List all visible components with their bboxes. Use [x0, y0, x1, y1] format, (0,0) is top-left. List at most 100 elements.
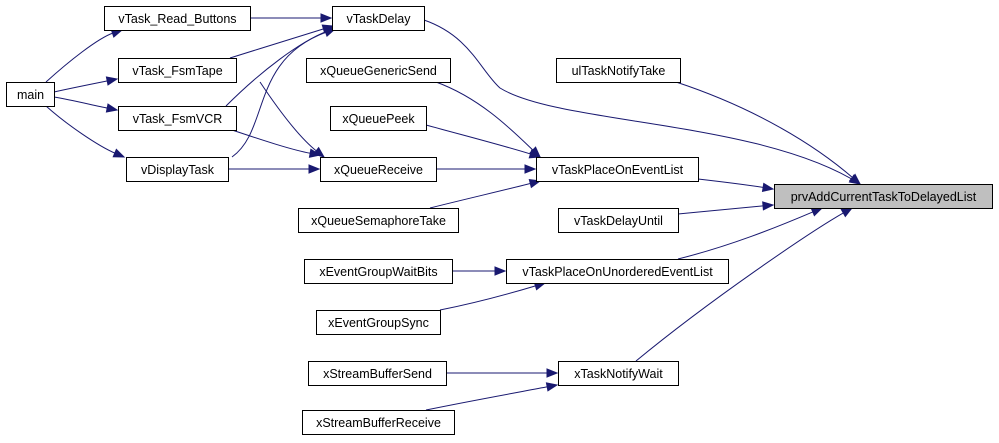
node-label-vTask_FsmVCR: vTask_FsmVCR [133, 112, 223, 126]
node-vTaskPlaceOnEventList[interactable]: vTaskPlaceOnEventList [536, 157, 699, 182]
edge-ulTaskNotifyTake-to-prvAddCurrentTaskToDelayedList-arrowhead [848, 173, 862, 185]
node-label-xStreamBufferSend: xStreamBufferSend [323, 367, 432, 381]
edge-vTask_Read_Buttons-to-vTaskDelay [250, 13, 333, 23]
edge-vTask_FsmTape-to-xQueueReceive [259, 81, 326, 158]
node-label-vTaskPlaceOnEventList: vTaskPlaceOnEventList [552, 163, 684, 177]
edge-vTaskDelayUntil-to-prvAddCurrentTaskToDelayedList [677, 201, 775, 215]
node-vTaskDelay[interactable]: vTaskDelay [332, 6, 425, 31]
node-xEventGroupSync[interactable]: xEventGroupSync [316, 310, 441, 335]
node-box-xStreamBufferReceive[interactable] [302, 410, 455, 435]
edge-xQueueReceive-to-vTaskPlaceOnEventList [435, 164, 537, 174]
node-label-vTask_Read_Buttons: vTask_Read_Buttons [118, 12, 236, 26]
edge-main-to-vTask_FsmTape-arrowhead [105, 76, 119, 86]
nodes-layer: main vTask_Read_Buttons vTask_FsmTape vTask… [6, 6, 993, 435]
edge-vTask_Read_Buttons-to-vTaskDelay-arrowhead [320, 13, 333, 23]
node-box-xTaskNotifyWait[interactable] [558, 361, 679, 386]
edge-vTask_FsmVCR-to-xQueueReceive-arrowhead [308, 148, 322, 158]
node-vTaskDelayUntil[interactable]: vTaskDelayUntil [558, 208, 679, 233]
node-label-xQueueSemaphoreTake: xQueueSemaphoreTake [311, 214, 446, 228]
node-label-xQueueReceive: xQueueReceive [334, 163, 423, 177]
node-box-vTask_FsmTape[interactable] [118, 58, 237, 83]
node-xStreamBufferSend[interactable]: xStreamBufferSend [308, 361, 447, 386]
node-box-xQueueSemaphoreTake[interactable] [298, 208, 459, 233]
node-box-main[interactable] [6, 82, 55, 107]
edge-xQueuePeek-to-vTaskPlaceOnEventList-line [425, 124, 532, 155]
edge-vTaskPlaceOnUnorderedEventList-to-prvAddCurrentTaskToDelayedList [677, 207, 824, 260]
node-xQueueSemaphoreTake[interactable]: xQueueSemaphoreTake [298, 208, 459, 233]
node-box-xStreamBufferSend[interactable] [308, 361, 447, 386]
edge-xQueueSemaphoreTake-to-vTaskPlaceOnEventList-line [429, 182, 532, 209]
node-box-xEventGroupWaitBits[interactable] [304, 259, 453, 284]
node-xStreamBufferReceive[interactable]: xStreamBufferReceive [302, 410, 455, 435]
edge-xQueueGenericSend-to-vTaskPlaceOnEventList-line [435, 81, 534, 152]
edge-vTask_FsmVCR-to-xQueueReceive-line [231, 129, 312, 154]
node-vTask_Read_Buttons[interactable]: vTask_Read_Buttons [104, 6, 251, 31]
node-label-ulTaskNotifyTake: ulTaskNotifyTake [572, 64, 666, 78]
node-label-xQueuePeek: xQueuePeek [342, 112, 415, 126]
node-label-main: main [17, 88, 44, 102]
edge-xEventGroupWaitBits-to-vTaskPlaceOnUnorderedEventList [451, 266, 507, 276]
node-label-vTask_FsmTape: vTask_FsmTape [132, 64, 222, 78]
node-xQueuePeek[interactable]: xQueuePeek [330, 106, 427, 131]
edge-xQueuePeek-to-vTaskPlaceOnEventList [425, 124, 542, 159]
edge-ulTaskNotifyTake-to-prvAddCurrentTaskToDelayedList [675, 81, 862, 185]
node-label-vTaskDelayUntil: vTaskDelayUntil [574, 214, 663, 228]
edge-vTask_FsmTape-to-xQueueReceive-line [259, 81, 318, 152]
node-box-vTaskPlaceOnEventList[interactable] [536, 157, 699, 182]
node-prvAddCurrentTaskToDelayedList[interactable]: prvAddCurrentTaskToDelayedList [774, 184, 993, 209]
edge-vTaskDelay-to-prvAddCurrentTaskToDelayedList-line [423, 19, 861, 185]
edge-xEventGroupSync-to-vTaskPlaceOnUnorderedEventList [439, 281, 547, 311]
edge-vDisplayTask-to-xQueueReceive [227, 164, 321, 174]
node-xQueueGenericSend[interactable]: xQueueGenericSend [306, 58, 451, 83]
node-label-xEventGroupSync: xEventGroupSync [328, 316, 429, 330]
node-box-vTask_FsmVCR[interactable] [118, 106, 237, 131]
edge-main-to-vTask_FsmVCR [53, 96, 119, 113]
edge-main-to-vDisplayTask-arrowhead [112, 148, 126, 158]
edge-xQueueGenericSend-to-vTaskPlaceOnEventList [435, 81, 541, 158]
edge-xQueueSemaphoreTake-to-vTaskPlaceOnEventList [429, 179, 542, 209]
node-box-xQueueReceive[interactable] [320, 157, 437, 182]
node-vTask_FsmTape[interactable]: vTask_FsmTape [118, 58, 237, 83]
edge-main-to-vTask_FsmTape-line [53, 80, 109, 93]
edge-vTaskDelayUntil-to-prvAddCurrentTaskToDelayedList-line [677, 205, 765, 215]
edge-xEventGroupWaitBits-to-vTaskPlaceOnUnorderedEventList-arrowhead [494, 266, 507, 276]
node-vTaskPlaceOnUnorderedEventList[interactable]: vTaskPlaceOnUnorderedEventList [506, 259, 729, 284]
edge-main-to-vTask_FsmVCR-arrowhead [105, 103, 119, 113]
edge-vTask_FsmTape-to-vTaskDelay-line [229, 28, 325, 59]
node-box-vDisplayTask[interactable] [126, 157, 229, 182]
edge-xStreamBufferReceive-to-xTaskNotifyWait-line [425, 386, 549, 411]
edge-xStreamBufferReceive-to-xTaskNotifyWait [425, 382, 559, 411]
node-label-vTaskDelay: vTaskDelay [347, 12, 412, 26]
node-vTask_FsmVCR[interactable]: vTask_FsmVCR [118, 106, 237, 131]
edge-vDisplayTask-to-xQueueReceive-arrowhead [308, 164, 321, 174]
node-box-prvAddCurrentTaskToDelayedList[interactable] [774, 184, 993, 209]
node-box-vTaskDelay[interactable] [332, 6, 425, 31]
node-label-vDisplayTask: vDisplayTask [141, 163, 215, 177]
node-xQueueReceive[interactable]: xQueueReceive [320, 157, 437, 182]
edge-xQueuePeek-to-vTaskPlaceOnEventList-arrowhead [528, 149, 542, 159]
node-label-vTaskPlaceOnUnorderedEventList: vTaskPlaceOnUnorderedEventList [522, 265, 713, 279]
edge-main-to-vTask_Read_Buttons [45, 28, 124, 83]
node-xTaskNotifyWait[interactable]: xTaskNotifyWait [558, 361, 679, 386]
node-box-vTaskPlaceOnUnorderedEventList[interactable] [506, 259, 729, 284]
node-box-xQueuePeek[interactable] [330, 106, 427, 131]
node-box-xQueueGenericSend[interactable] [306, 58, 451, 83]
node-box-xEventGroupSync[interactable] [316, 310, 441, 335]
edge-main-to-vDisplayTask [45, 105, 126, 158]
edge-vTaskDelayUntil-to-prvAddCurrentTaskToDelayedList-arrowhead [762, 201, 775, 211]
node-box-vTaskDelayUntil[interactable] [558, 208, 679, 233]
edge-main-to-vDisplayTask-line [45, 105, 116, 154]
edge-vTask_FsmVCR-to-xQueueReceive [231, 129, 322, 158]
node-ulTaskNotifyTake[interactable]: ulTaskNotifyTake [556, 58, 681, 83]
node-box-vTask_Read_Buttons[interactable] [104, 6, 251, 31]
node-vDisplayTask[interactable]: vDisplayTask [126, 157, 229, 182]
edge-xStreamBufferSend-to-xTaskNotifyWait [446, 368, 559, 378]
node-box-ulTaskNotifyTake[interactable] [556, 58, 681, 83]
edge-vTaskPlaceOnUnorderedEventList-to-prvAddCurrentTaskToDelayedList-arrowhead [810, 207, 824, 217]
edge-vTaskPlaceOnEventList-to-prvAddCurrentTaskToDelayedList-arrowhead [761, 182, 775, 193]
edge-xEventGroupSync-to-vTaskPlaceOnUnorderedEventList-line [439, 285, 537, 311]
node-label-xTaskNotifyWait: xTaskNotifyWait [574, 367, 663, 381]
node-main[interactable]: main [6, 82, 55, 107]
node-xEventGroupWaitBits[interactable]: xEventGroupWaitBits [304, 259, 453, 284]
